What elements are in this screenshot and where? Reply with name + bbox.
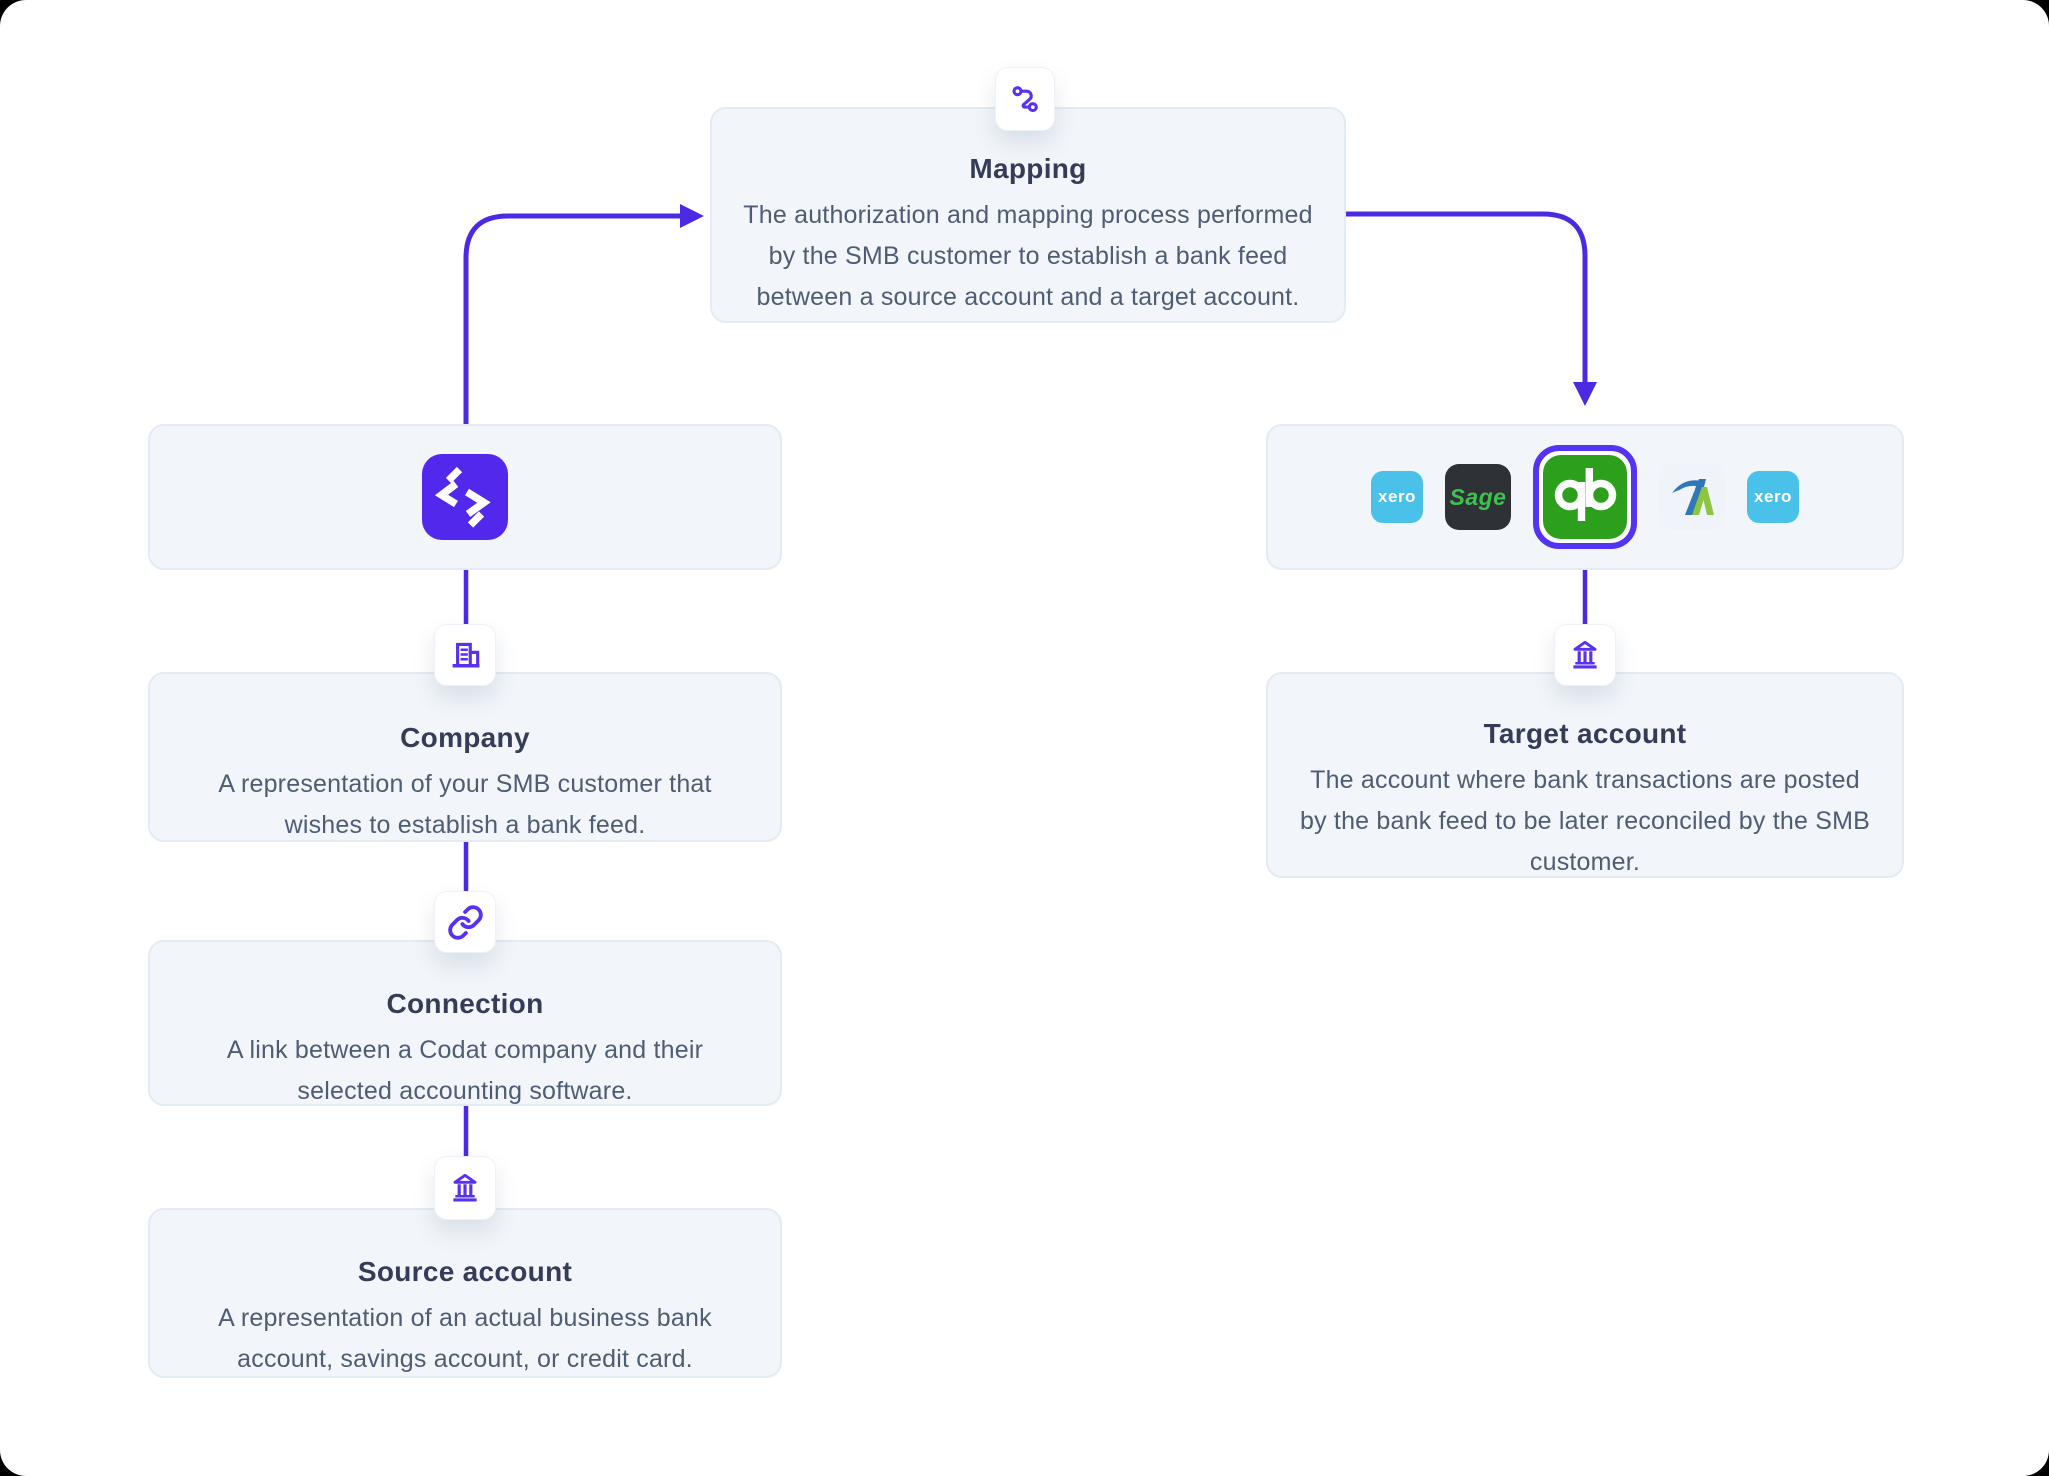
codat-logo-glyph (434, 466, 491, 528)
xero-logo: xero (1371, 471, 1423, 523)
company-description: A representation of your SMB customer th… (218, 770, 712, 839)
quickbooks-logo-selected (1533, 445, 1637, 549)
link-icon-badge (434, 891, 496, 953)
route-icon (1012, 86, 1038, 113)
link-icon (447, 904, 483, 940)
codat-logo (422, 454, 508, 540)
mapping-description: The authorization and mapping process pe… (743, 201, 1313, 311)
quickbooks-logo (1543, 455, 1627, 539)
target-account-card: Target account The account where bank tr… (1266, 672, 1904, 878)
bank-icon-badge (1554, 624, 1616, 686)
sage-logo-text: Sage (1449, 483, 1507, 510)
mapping-card: Mapping The authorization and mapping pr… (710, 107, 1346, 323)
source-account-description: A representation of an actual business b… (218, 1304, 712, 1373)
xero-logo: xero (1747, 471, 1799, 523)
codat-card (148, 424, 782, 570)
building-icon-badge (434, 624, 496, 686)
integrations-card: xero Sage (1266, 424, 1904, 570)
freeagent-logo (1659, 464, 1725, 530)
mapping-title: Mapping (969, 153, 1087, 184)
quickbooks-qb-glyph (1554, 468, 1617, 521)
source-account-card: Source account A representation of an ac… (148, 1208, 782, 1378)
company-title: Company (400, 722, 530, 753)
connection-description: A link between a Codat company and their… (226, 1036, 704, 1105)
company-card: Company A representation of your SMB cus… (148, 672, 782, 842)
sage-logo: Sage (1445, 464, 1511, 530)
bank-icon (453, 1173, 477, 1202)
source-account-title: Source account (357, 1256, 573, 1287)
route-icon-badge (995, 67, 1055, 131)
connection-title: Connection (386, 988, 544, 1019)
xero-logo-text: xero (1754, 487, 1792, 506)
connection-card: Connection A link between a Codat compan… (148, 940, 782, 1106)
building-icon (452, 642, 480, 668)
xero-logo-text: xero (1378, 487, 1416, 506)
freeagent-glyph (1672, 479, 1714, 515)
bank-icon-badge (434, 1156, 496, 1220)
bank-icon (1573, 640, 1597, 669)
target-account-title: Target account (1483, 718, 1687, 749)
target-account-description: The account where bank transactions are … (1299, 766, 1871, 876)
